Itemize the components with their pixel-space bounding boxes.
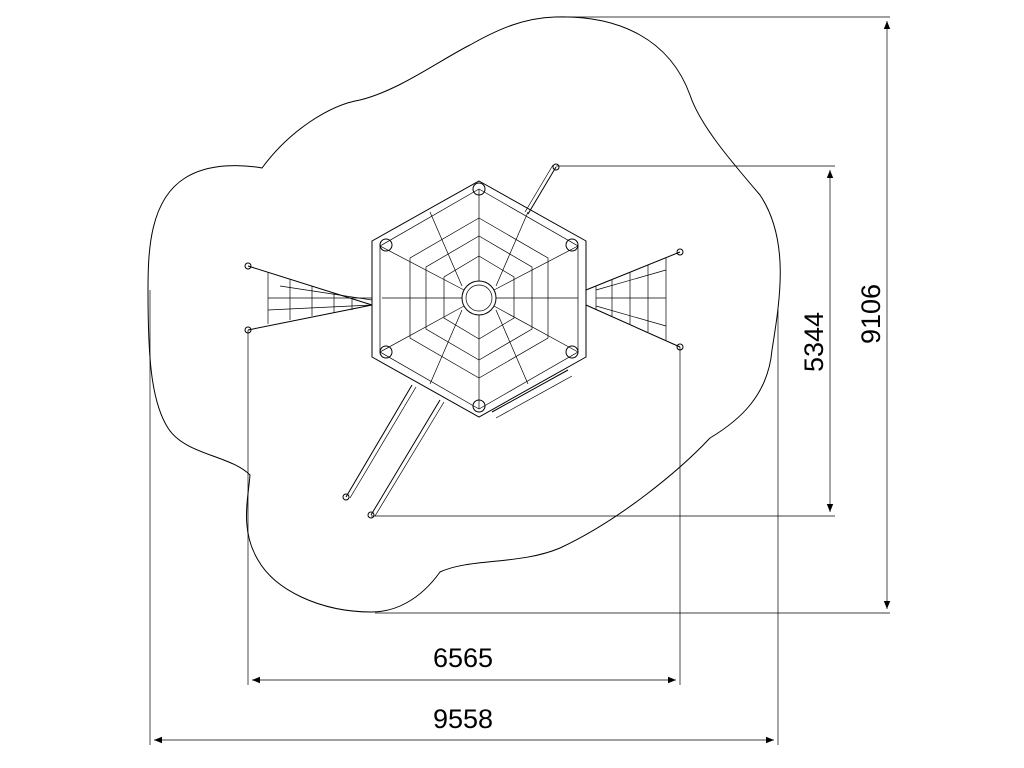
- dimension-width-equipment: 6565: [433, 643, 493, 673]
- bottom-ladder: [342, 384, 445, 519]
- safety-area-outline: [147, 16, 781, 613]
- dimension-width-overall: 9558: [433, 704, 493, 734]
- right-climbing-net: [585, 248, 684, 351]
- dimension-lines: [154, 21, 891, 744]
- hexagon-frame: [371, 180, 587, 418]
- bottom-right-panel: [491, 369, 573, 419]
- dimension-height-equipment: 5344: [799, 312, 829, 372]
- top-rope-anchor: [524, 163, 560, 215]
- extension-lines: [149, 16, 890, 745]
- left-climbing-net: [244, 262, 373, 334]
- dimension-height-overall: 9106: [856, 284, 886, 344]
